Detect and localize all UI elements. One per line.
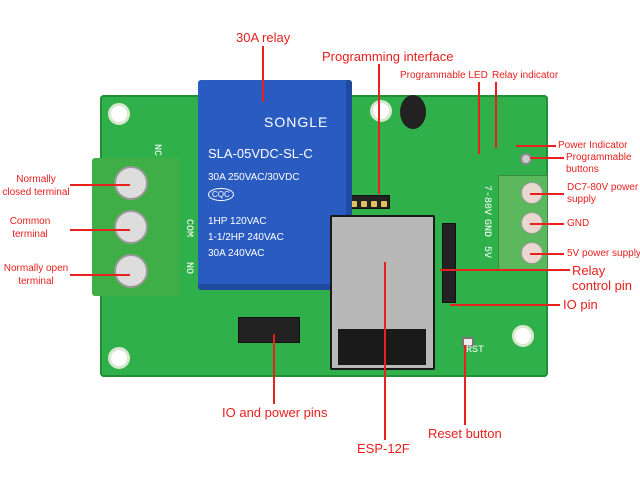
label-power-indicator: Power Indicator	[558, 140, 628, 151]
antenna	[338, 329, 426, 365]
pointer-line	[464, 345, 466, 425]
label-no-terminal: Normally open terminal	[3, 263, 69, 287]
pointer-line	[530, 157, 564, 159]
relay-brand: SONGLE	[264, 114, 329, 130]
pointer-line	[70, 229, 130, 231]
label-programming-interface: Programming interface	[322, 49, 454, 64]
pointer-line	[478, 82, 480, 154]
label-relay-indicator: Relay indicator	[492, 70, 559, 81]
silk-rst: RST	[466, 345, 485, 356]
esp-12f-module	[330, 215, 435, 370]
relay-cert: CQC	[208, 188, 234, 201]
label-reset-button: Reset button	[428, 426, 502, 441]
pointer-line	[450, 304, 560, 306]
relay: SONGLE SLA-05VDC-SL-C 30A 250VAC/30VDC C…	[198, 80, 352, 290]
label-com-terminal: Common terminal	[9, 216, 51, 240]
silk-7-80v: 7-80V	[481, 184, 493, 216]
pointer-line	[262, 46, 264, 102]
relay-model: SLA-05VDC-SL-C	[208, 146, 313, 161]
io-power-header	[238, 317, 300, 343]
mount-hole	[512, 325, 534, 347]
label-nc-terminal: Normally closed terminal	[2, 174, 70, 198]
relay-rating: 30A 240VAC	[208, 248, 265, 259]
pointer-line	[384, 262, 386, 440]
mount-hole	[370, 100, 392, 122]
label-relay-control-pin: Relay control pin	[572, 263, 632, 293]
label-30a-relay: 30A relay	[236, 30, 291, 45]
relay-rating: 1HP 120VAC	[208, 216, 267, 227]
pointer-line	[70, 184, 130, 186]
relay-rating: 30A 250VAC/30VDC	[208, 172, 300, 183]
pointer-line	[378, 64, 380, 194]
programmable-button[interactable]	[520, 153, 532, 165]
relay-rating: 1-1/2HP 240VAC	[208, 232, 284, 243]
pointer-line	[516, 145, 556, 147]
label-gnd: GND	[567, 218, 590, 229]
pointer-line	[530, 223, 564, 225]
reset-button[interactable]	[462, 337, 474, 347]
mount-hole	[108, 103, 130, 125]
pointer-line	[495, 82, 497, 148]
pointer-line	[440, 269, 570, 271]
com-screw	[114, 210, 148, 244]
pointer-line	[530, 253, 564, 255]
nc-screw	[114, 166, 148, 200]
mount-hole	[108, 347, 130, 369]
label-programmable-buttons: Programmable buttons	[566, 152, 632, 175]
pointer-line	[70, 274, 130, 276]
silk-gnd: GND	[481, 218, 493, 238]
label-programmable-led: Programmable LED	[400, 70, 488, 81]
no-screw	[114, 254, 148, 288]
label-esp-12f: ESP-12F	[357, 441, 410, 456]
silk-no: NO	[183, 261, 195, 275]
label-io-pin: IO pin	[563, 297, 598, 312]
relay-terminal-block	[92, 158, 180, 296]
label-5v-power: 5V power supply	[567, 248, 640, 259]
label-io-power-pins: IO and power pins	[222, 405, 328, 420]
silk-5v: 5V	[481, 245, 493, 259]
silk-nc: NC	[151, 143, 163, 157]
pointer-line	[530, 193, 564, 195]
silk-com: COM	[183, 218, 195, 238]
io-pin-header	[442, 223, 456, 303]
label-dc-power: DC7-80V power supply	[567, 182, 639, 205]
capacitor	[400, 95, 426, 129]
pointer-line	[273, 334, 275, 404]
